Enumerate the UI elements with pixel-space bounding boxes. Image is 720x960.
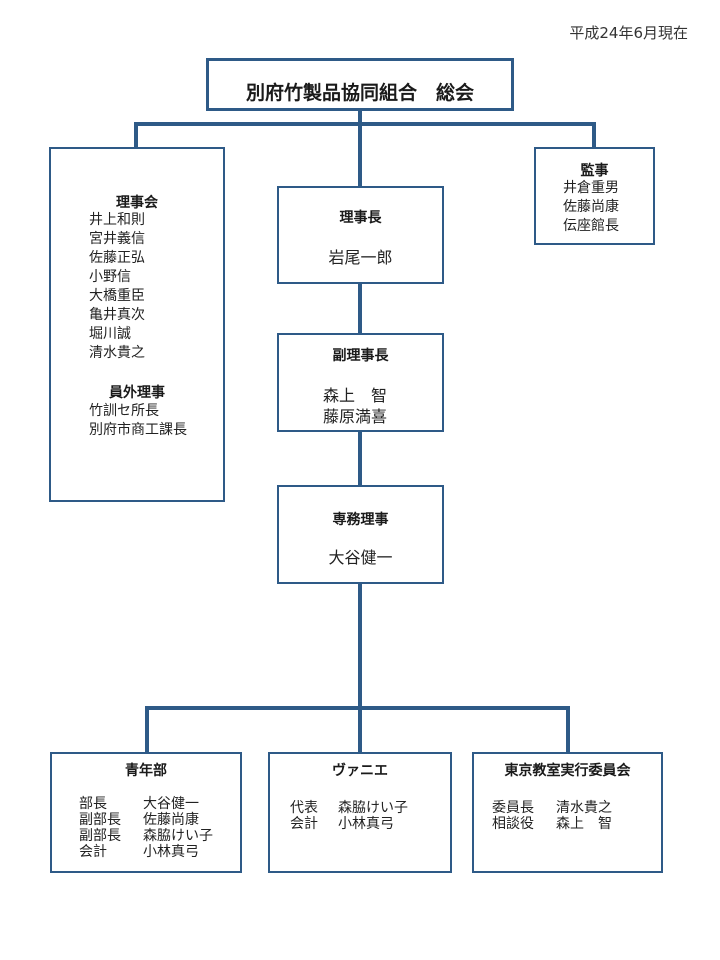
vanie-row: 代表 森脇けい子: [290, 800, 408, 816]
youth-dept-rows: 部長 大谷健一 副部長 佐藤尚康 副部長 森脇けい子 会計 小林真弓: [79, 796, 213, 860]
tokyo-committee-rows: 委員長 清水貴之 相談役 森上 智: [492, 800, 612, 832]
youth-dept-row: 会計 小林真弓: [79, 844, 213, 860]
vanie-row: 会計 小林真弓: [290, 816, 408, 832]
board-heading: 理事会: [116, 195, 158, 211]
member-name: 森脇けい子: [338, 800, 408, 816]
youth-dept-row: 副部長 佐藤尚康: [79, 812, 213, 828]
outside-directors-heading: 員外理事: [109, 385, 165, 401]
executive-director-heading: 専務理事: [332, 512, 389, 528]
as-of-date: 平成24年6月現在: [569, 24, 688, 42]
role-label: 会計: [290, 816, 318, 832]
auditors-heading: 監事: [580, 163, 609, 179]
member-name: 清水貴之: [556, 800, 612, 816]
connector-vanie-drop: [358, 706, 362, 753]
auditor-name: 井倉重男: [563, 180, 619, 196]
vice-chairman-name: 森上 智: [323, 386, 388, 405]
youth-dept-row: 副部長 森脇けい子: [79, 828, 213, 844]
role-label: 会計: [79, 844, 107, 860]
role-label: 委員長: [492, 800, 534, 816]
connector-youth-drop: [145, 706, 149, 753]
member-name: 大谷健一: [143, 796, 199, 812]
member-name: 佐藤尚康: [143, 812, 199, 828]
vanie-rows: 代表 森脇けい子 会計 小林真弓: [290, 800, 408, 832]
auditor-name: 佐藤尚康: [563, 199, 619, 215]
outside-directors-list: 竹訓セ所長 別府市商工課長: [89, 402, 187, 440]
vanie-box: ヴァニエ 代表 森脇けい子 会計 小林真弓: [268, 752, 452, 873]
chairman-box: 理事長 岩尾一郎: [277, 186, 444, 284]
member-name: 森上 智: [556, 816, 612, 832]
role-label: 相談役: [492, 816, 534, 832]
board-member: 清水貴之: [89, 345, 145, 361]
youth-dept-heading: 青年部: [125, 763, 167, 779]
vice-chairman-heading: 副理事長: [332, 348, 389, 364]
connector-tokyo-drop: [566, 706, 570, 753]
board-member: 宮井義信: [89, 231, 145, 247]
connector-auditor-drop: [592, 122, 596, 148]
board-member: 堀川誠: [89, 326, 131, 342]
member-name: 小林真弓: [338, 816, 394, 832]
connector-title-down: [358, 110, 362, 186]
chairman-name: 岩尾一郎: [328, 248, 393, 267]
role-label: 副部長: [79, 812, 121, 828]
board-member: 小野信: [89, 269, 131, 285]
board-member: 井上和則: [89, 212, 145, 228]
member-name: 小林真弓: [143, 844, 199, 860]
youth-dept-row: 部長 大谷健一: [79, 796, 213, 812]
executive-director-name: 大谷健一: [328, 548, 393, 567]
outside-director: 竹訓セ所長: [89, 403, 159, 419]
general-assembly-box: 別府竹製品協同組合 総会: [206, 58, 514, 111]
general-assembly-title: 別府竹製品協同組合 総会: [245, 82, 474, 104]
board-member: 大橋重臣: [89, 288, 145, 304]
connector-executive-down: [358, 583, 362, 708]
vice-chairman-name: 藤原満喜: [323, 407, 388, 426]
youth-dept-box: 青年部 部長 大谷健一 副部長 佐藤尚康 副部長 森脇けい子 会計 小林真弓: [50, 752, 242, 873]
board-member: 佐藤正弘: [89, 250, 145, 266]
auditors-box: 監事 井倉重男 佐藤尚康 伝座館長: [534, 147, 655, 245]
connector-board-drop: [134, 122, 138, 148]
auditor-name: 伝座館長: [563, 218, 619, 234]
vice-chairman-box: 副理事長 森上 智 藤原満喜: [277, 333, 444, 432]
connector-top-horizontal: [134, 122, 596, 126]
board-member: 亀井真次: [89, 307, 145, 323]
connector-chairman-vice: [358, 283, 362, 334]
outside-director: 別府市商工課長: [89, 422, 187, 438]
board-member-list: 井上和則 宮井義信 佐藤正弘 小野信 大橋重臣 亀井真次 堀川誠 清水貴之: [89, 211, 145, 363]
member-name: 森脇けい子: [143, 828, 213, 844]
executive-director-box: 専務理事 大谷健一: [277, 485, 444, 584]
connector-bottom-horizontal: [145, 706, 570, 710]
chairman-heading: 理事長: [339, 210, 382, 226]
auditors-list: 井倉重男 佐藤尚康 伝座館長: [563, 179, 619, 236]
tokyo-committee-heading: 東京教室実行委員会: [504, 763, 631, 779]
vanie-heading: ヴァニエ: [332, 763, 388, 779]
role-label: 副部長: [79, 828, 121, 844]
vice-chairman-names: 森上 智 藤原満喜: [323, 385, 387, 427]
connector-vice-executive: [358, 431, 362, 486]
tokyo-committee-row: 委員長 清水貴之: [492, 800, 612, 816]
role-label: 部長: [79, 796, 107, 812]
role-label: 代表: [290, 800, 318, 816]
tokyo-committee-box: 東京教室実行委員会 委員長 清水貴之 相談役 森上 智: [472, 752, 663, 873]
board-box: 理事会 井上和則 宮井義信 佐藤正弘 小野信 大橋重臣 亀井真次 堀川誠 清水貴…: [49, 147, 225, 502]
tokyo-committee-row: 相談役 森上 智: [492, 816, 612, 832]
